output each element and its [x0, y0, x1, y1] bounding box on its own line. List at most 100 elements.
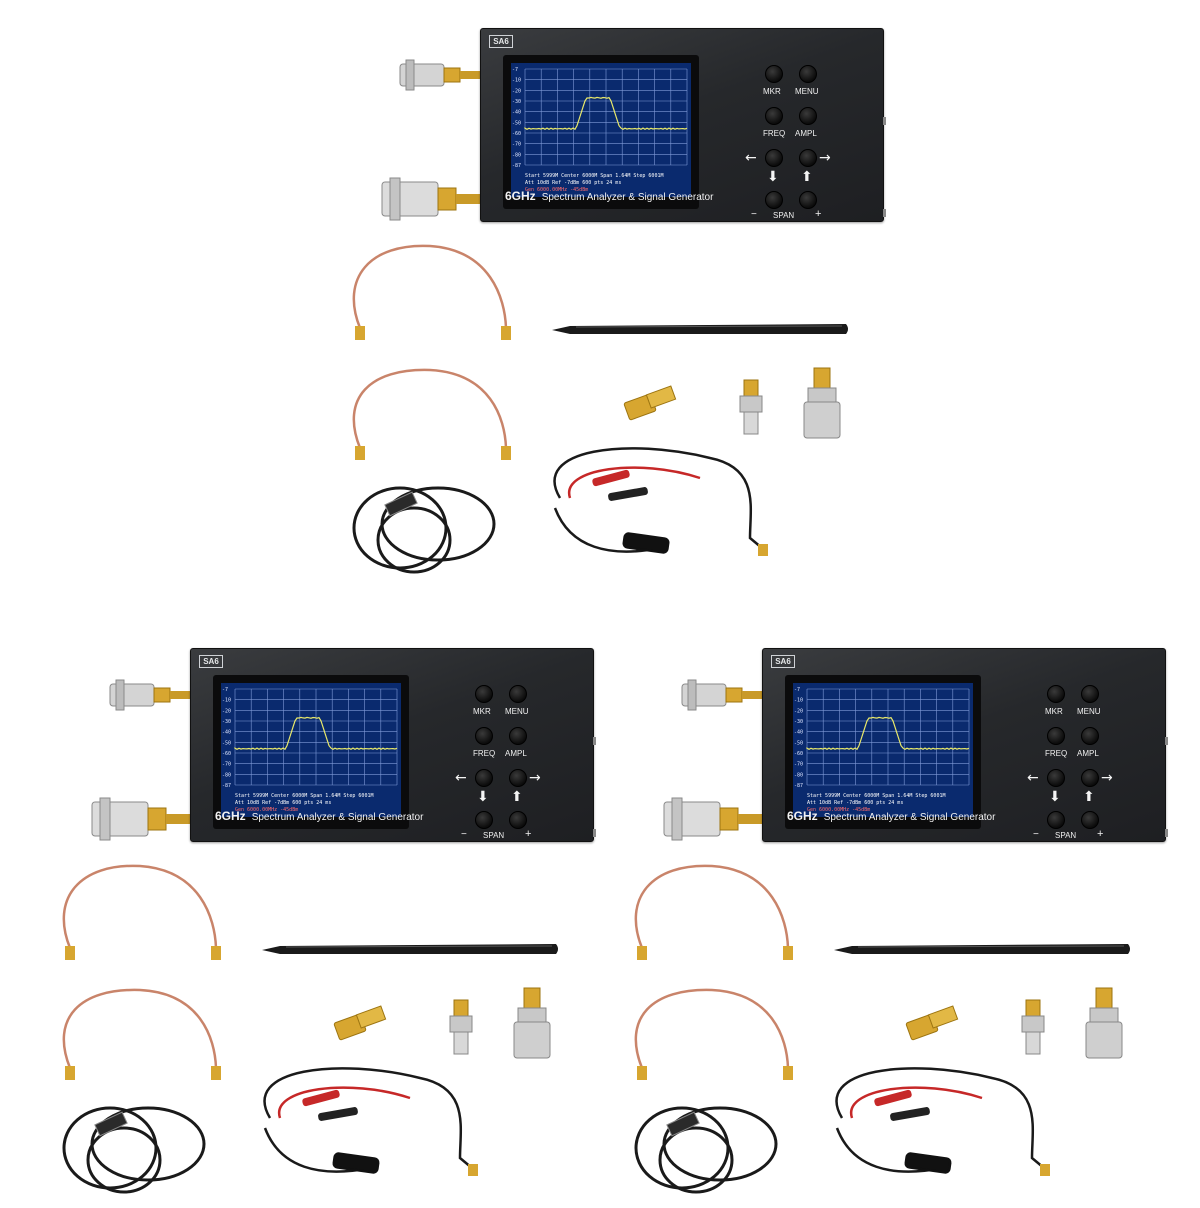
ampl-label: AMPL — [505, 749, 527, 758]
arrow-down-icon: ⬇ — [477, 789, 489, 805]
menu-button[interactable] — [799, 107, 817, 125]
freq-button[interactable] — [475, 769, 493, 787]
y-tick-label: -40 — [512, 110, 521, 116]
bnc-connector — [109, 679, 190, 711]
button-top-left[interactable] — [765, 65, 783, 83]
y-tick-label: -70 — [794, 762, 803, 768]
button-top-right[interactable] — [1081, 685, 1099, 703]
span-minus-button[interactable] — [1047, 811, 1065, 829]
button-top-left[interactable] — [1047, 685, 1065, 703]
freq-button[interactable] — [1047, 769, 1065, 787]
device-title-prefix: 6GHz — [215, 809, 246, 823]
stylus-pen — [262, 944, 558, 954]
side-port-upper — [883, 117, 886, 125]
button-top-left[interactable] — [475, 685, 493, 703]
menu-label: MENU — [1077, 707, 1101, 716]
side-port-upper — [593, 737, 596, 745]
y-tick-label: -7 — [222, 687, 228, 693]
minus-label: − — [1033, 829, 1039, 840]
product-kit-bottom-right: SA6 -7-10-20-30-40-50-60-70-80-87 Start … — [612, 648, 1172, 1208]
sma-coax-cable-1 — [62, 864, 221, 960]
ampl-button[interactable] — [799, 149, 817, 167]
accessories — [62, 679, 558, 1194]
menu-button[interactable] — [1081, 727, 1099, 745]
arrow-right-icon: → — [1101, 770, 1113, 786]
mkr-label: MKR — [473, 707, 491, 716]
readout-line-2: Att 10dB Ref -7dBm 600 pts 24 ms — [807, 800, 903, 806]
y-tick-label: -10 — [222, 698, 231, 704]
alligator-clip-cable — [263, 1067, 478, 1176]
spectrum-display[interactable]: -7-10-20-30-40-50-60-70-80-87 Start 5999… — [221, 683, 401, 817]
y-tick-label: -40 — [794, 730, 803, 736]
sma-female-adapter — [623, 385, 677, 421]
spectrum-plot: -7-10-20-30-40-50-60-70-80-87 Start 5999… — [794, 687, 970, 813]
stylus-pen — [552, 324, 848, 334]
side-port-lower — [593, 829, 596, 837]
y-tick-label: -20 — [512, 88, 521, 94]
span-plus-button[interactable] — [799, 191, 817, 209]
model-badge: SA6 — [199, 655, 223, 668]
spectrum-trace — [234, 716, 398, 751]
device-title-prefix: 6GHz — [787, 809, 818, 823]
ampl-button[interactable] — [509, 769, 527, 787]
spectrum-analyzer-device: SA6 -7-10-20-30-40-50-60-70-80-87 Start … — [480, 28, 886, 222]
button-top-right[interactable] — [799, 65, 817, 83]
span-plus-button[interactable] — [1081, 811, 1099, 829]
spectrum-plot: -7-10-20-30-40-50-60-70-80-87 Start 5999… — [512, 67, 688, 193]
y-tick-label: -80 — [512, 152, 521, 158]
usb-cable — [62, 1106, 206, 1194]
arrow-down-icon: ⬇ — [767, 169, 779, 185]
side-port-lower — [883, 209, 886, 217]
y-tick-label: -80 — [794, 772, 803, 778]
span-minus-button[interactable] — [765, 191, 783, 209]
y-tick-label: -87 — [222, 783, 231, 789]
freq-button[interactable] — [765, 149, 783, 167]
side-port-upper — [1165, 737, 1168, 745]
freq-label: FREQ — [763, 129, 786, 138]
sma-female-adapter — [905, 1005, 959, 1041]
span-label: SPAN — [1055, 831, 1077, 840]
ampl-button[interactable] — [1081, 769, 1099, 787]
n-type-connector — [91, 797, 190, 841]
menu-label: MENU — [505, 707, 529, 716]
mkr-label: MKR — [763, 87, 781, 96]
mkr-label: MKR — [1045, 707, 1063, 716]
spectrum-display[interactable]: -7-10-20-30-40-50-60-70-80-87 Start 5999… — [511, 63, 691, 197]
y-tick-label: -30 — [794, 719, 803, 725]
readout-line-1: Start 5999M Center 6000M Span 1.64M Step… — [525, 173, 663, 179]
mkr-button[interactable] — [765, 107, 783, 125]
button-top-right[interactable] — [509, 685, 527, 703]
bnc-connector — [681, 679, 762, 711]
spectrum-trace — [524, 96, 688, 131]
plus-label: + — [815, 208, 822, 220]
readout-line-3: Gen 6000.00MHz -45dBm — [235, 807, 298, 813]
span-label: SPAN — [773, 211, 795, 220]
span-plus-button[interactable] — [509, 811, 527, 829]
menu-label: MENU — [795, 87, 819, 96]
span-minus-button[interactable] — [475, 811, 493, 829]
n-sma-adapter — [513, 987, 551, 1059]
spectrum-analyzer-device: SA6 -7-10-20-30-40-50-60-70-80-87 Start … — [190, 648, 596, 842]
y-tick-label: -30 — [222, 719, 231, 725]
spectrum-display[interactable]: -7-10-20-30-40-50-60-70-80-87 Start 5999… — [793, 683, 973, 817]
y-tick-label: -20 — [222, 708, 231, 714]
screen-bezel: -7-10-20-30-40-50-60-70-80-87 Start 5999… — [503, 55, 699, 209]
y-tick-label: -50 — [222, 740, 231, 746]
ampl-label: AMPL — [1077, 749, 1099, 758]
bnc-sma-adapter — [449, 999, 473, 1055]
accessories — [352, 59, 848, 574]
mkr-button[interactable] — [1047, 727, 1065, 745]
screen-bezel: -7-10-20-30-40-50-60-70-80-87 Start 5999… — [785, 675, 981, 829]
arrow-left-icon: ← — [745, 150, 757, 166]
menu-button[interactable] — [509, 727, 527, 745]
mkr-button[interactable] — [475, 727, 493, 745]
arrow-up-icon: ⬆ — [1083, 789, 1095, 805]
sma-coax-cable-1 — [352, 244, 511, 340]
sma-coax-cable-2 — [62, 988, 221, 1080]
readout-line-1: Start 5999M Center 6000M Span 1.64M Step… — [235, 793, 373, 799]
readout-line-3: Gen 6000.00MHz -45dBm — [807, 807, 870, 813]
ampl-label: AMPL — [795, 129, 817, 138]
